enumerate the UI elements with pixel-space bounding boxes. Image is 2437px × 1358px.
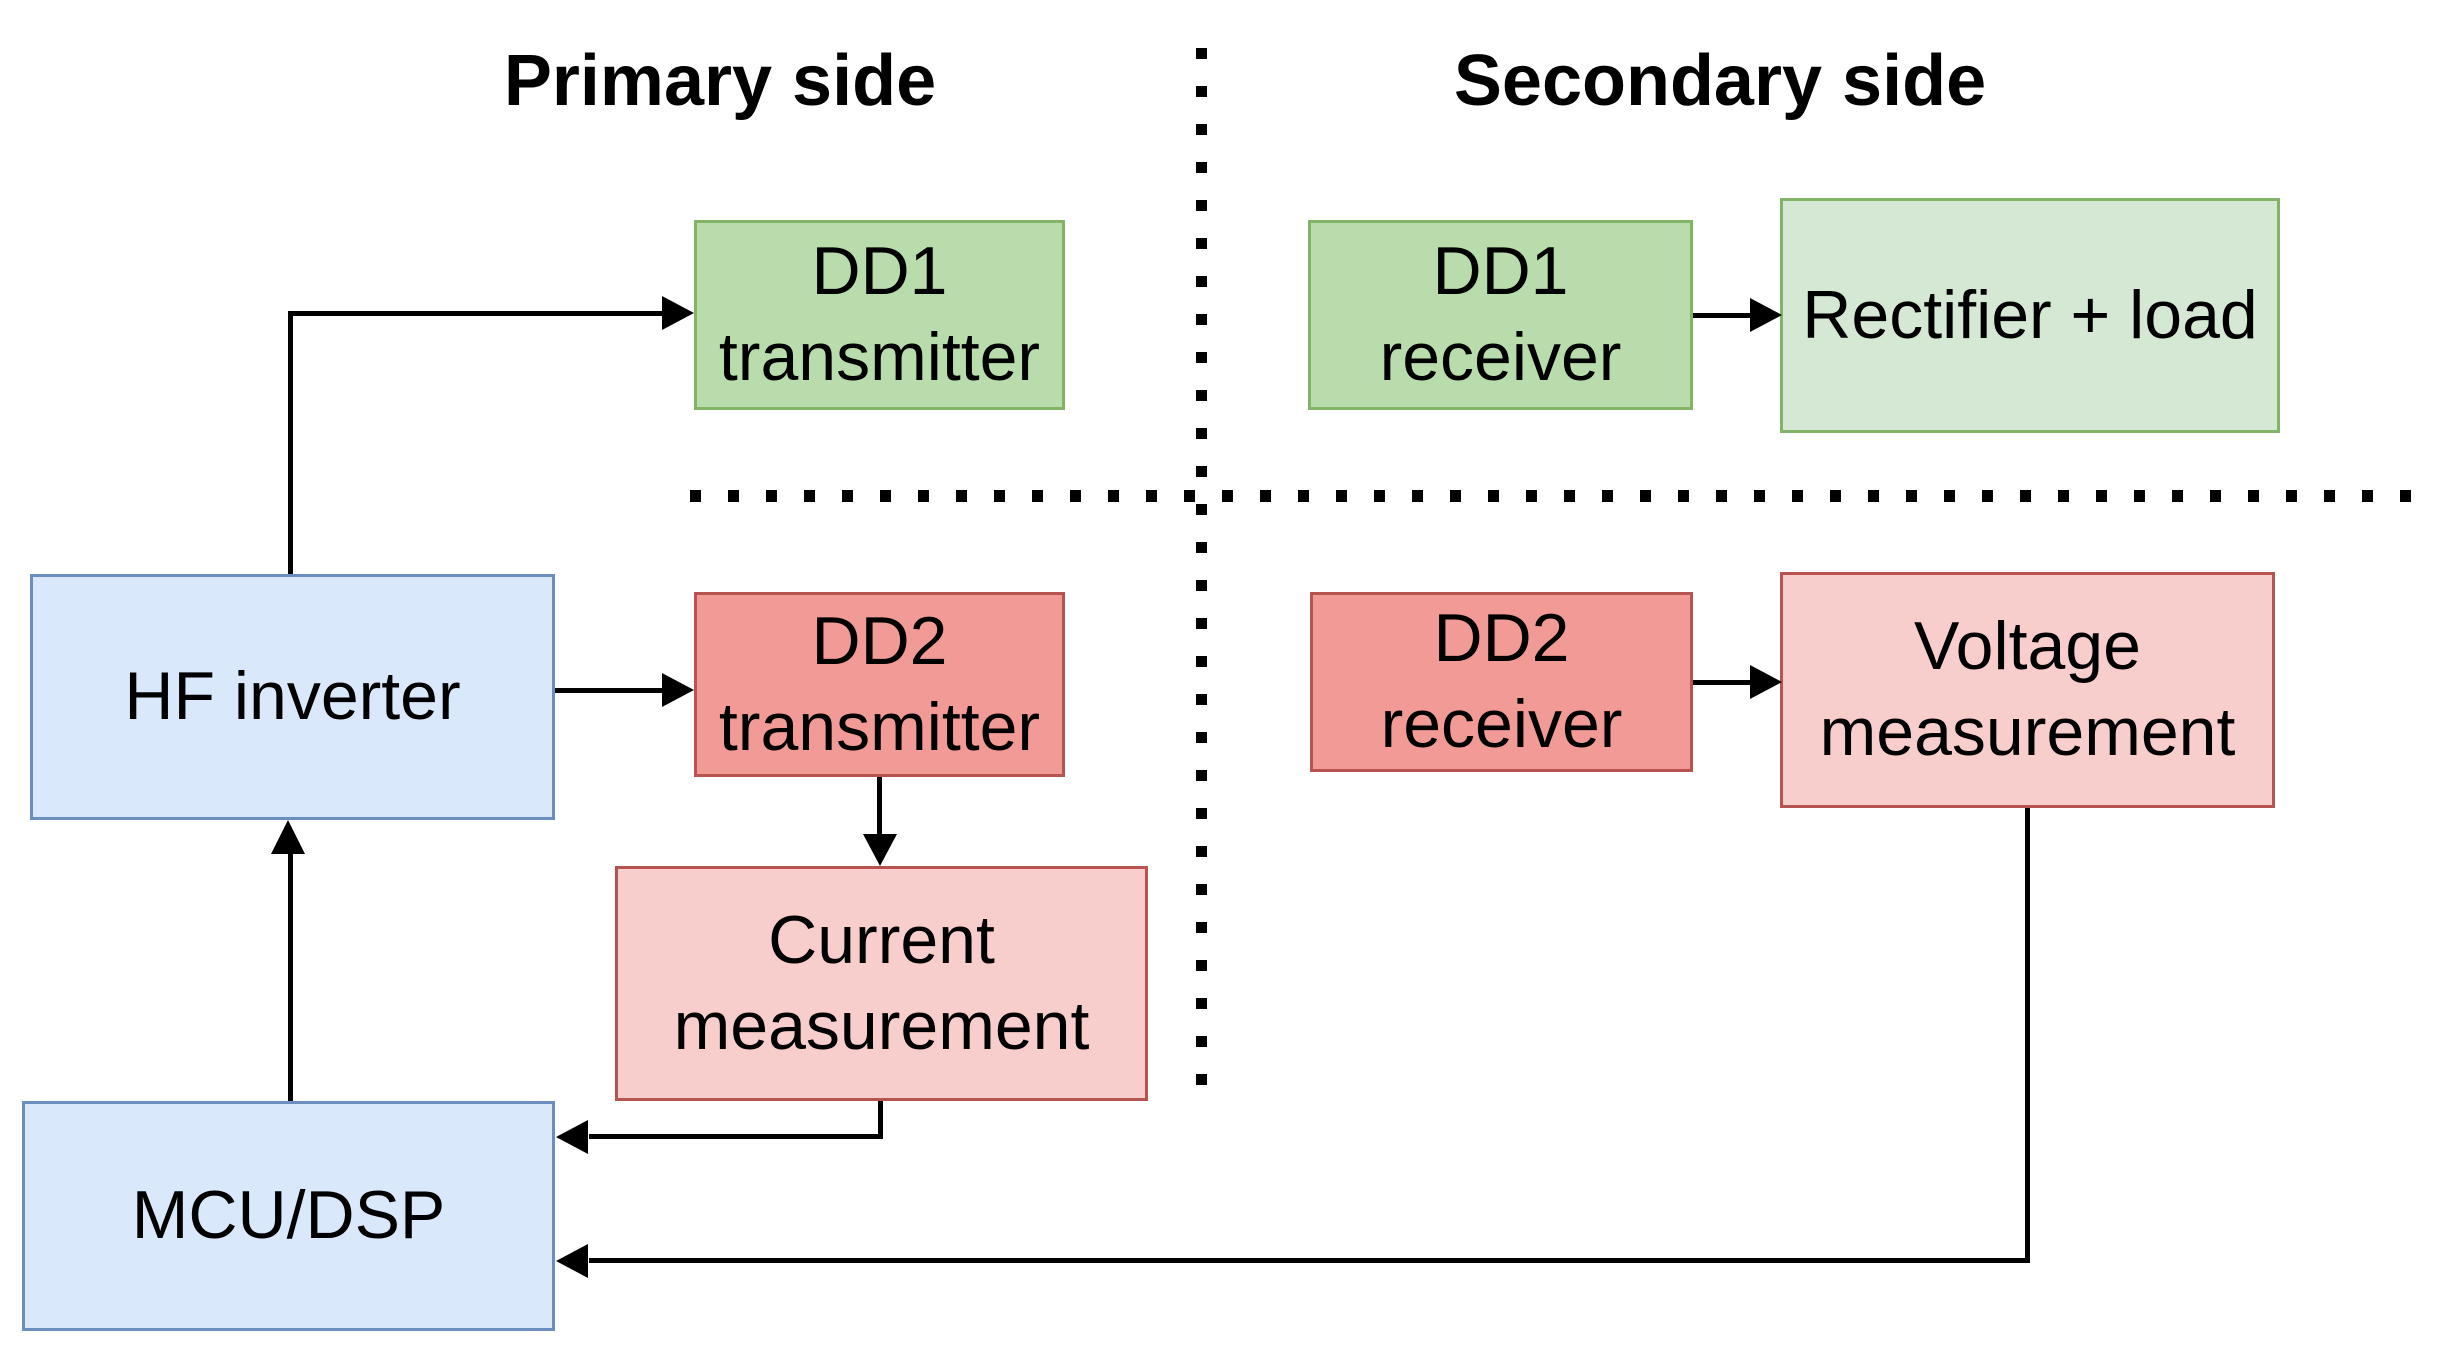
arrow-dd1rx-to-rectifier-horizontal (1693, 313, 1752, 318)
arrow-voltage-to-mcu-horizontal (589, 1258, 2030, 1263)
arrowhead-to-dd2-transmitter (662, 673, 694, 707)
arrow-dd2tx-to-current-vertical (877, 777, 882, 836)
dd2-receiver-label: DD2 receiver (1380, 600, 1623, 762)
hf-inverter-label: HF inverter (124, 658, 461, 735)
arrowhead-to-current-measurement (863, 834, 897, 866)
voltage-measurement-label: Voltage measurement (1819, 608, 2236, 770)
arrowhead-to-rectifier (1750, 298, 1782, 332)
box-current-measurement: Current measurement (615, 866, 1148, 1101)
arrow-voltage-to-mcu-vertical (2025, 808, 2030, 1262)
current-measurement-label: Current measurement (673, 901, 1090, 1064)
box-dd2-receiver: DD2 receiver (1310, 592, 1693, 772)
box-dd1-transmitter: DD1 transmitter (694, 220, 1065, 410)
box-mcu-dsp: MCU/DSP (22, 1101, 555, 1331)
rectifier-load-label: Rectifier + load (1802, 276, 2258, 353)
arrowhead-to-hf-inverter (271, 820, 305, 854)
arrow-hf-to-dd1-vertical (288, 313, 293, 574)
dd2-transmitter-label: DD2 transmitter (718, 602, 1041, 765)
box-rectifier-load: Rectifier + load (1780, 198, 2280, 433)
primary-side-title: Primary side (503, 41, 937, 121)
arrowhead-current-to-mcu (556, 1120, 588, 1154)
arrowhead-to-dd1-transmitter (662, 296, 694, 330)
power-data-divider (690, 490, 2437, 502)
box-hf-inverter: HF inverter (30, 574, 555, 820)
arrow-dd2rx-to-voltage-horizontal (1693, 680, 1752, 685)
dd1-receiver-label: DD1 receiver (1379, 233, 1622, 395)
arrowhead-to-voltage-measurement (1750, 665, 1782, 699)
arrow-current-to-mcu-horizontal (589, 1134, 883, 1139)
arrow-mcu-to-hf-vertical (288, 854, 293, 1101)
arrow-hf-to-dd2-horizontal (555, 688, 664, 693)
mcu-dsp-label: MCU/DSP (131, 1177, 446, 1254)
arrowhead-voltage-to-mcu (556, 1244, 588, 1278)
arrow-hf-to-dd1-horizontal (288, 311, 664, 316)
secondary-side-title: Secondary side (1453, 41, 1987, 121)
primary-secondary-divider (1196, 48, 1207, 1094)
box-dd1-receiver: DD1 receiver (1308, 220, 1693, 410)
box-dd2-transmitter: DD2 transmitter (694, 592, 1065, 777)
box-voltage-measurement: Voltage measurement (1780, 572, 2275, 808)
arrow-current-to-mcu-vertical (878, 1101, 883, 1139)
dd1-transmitter-label: DD1 transmitter (718, 233, 1041, 395)
